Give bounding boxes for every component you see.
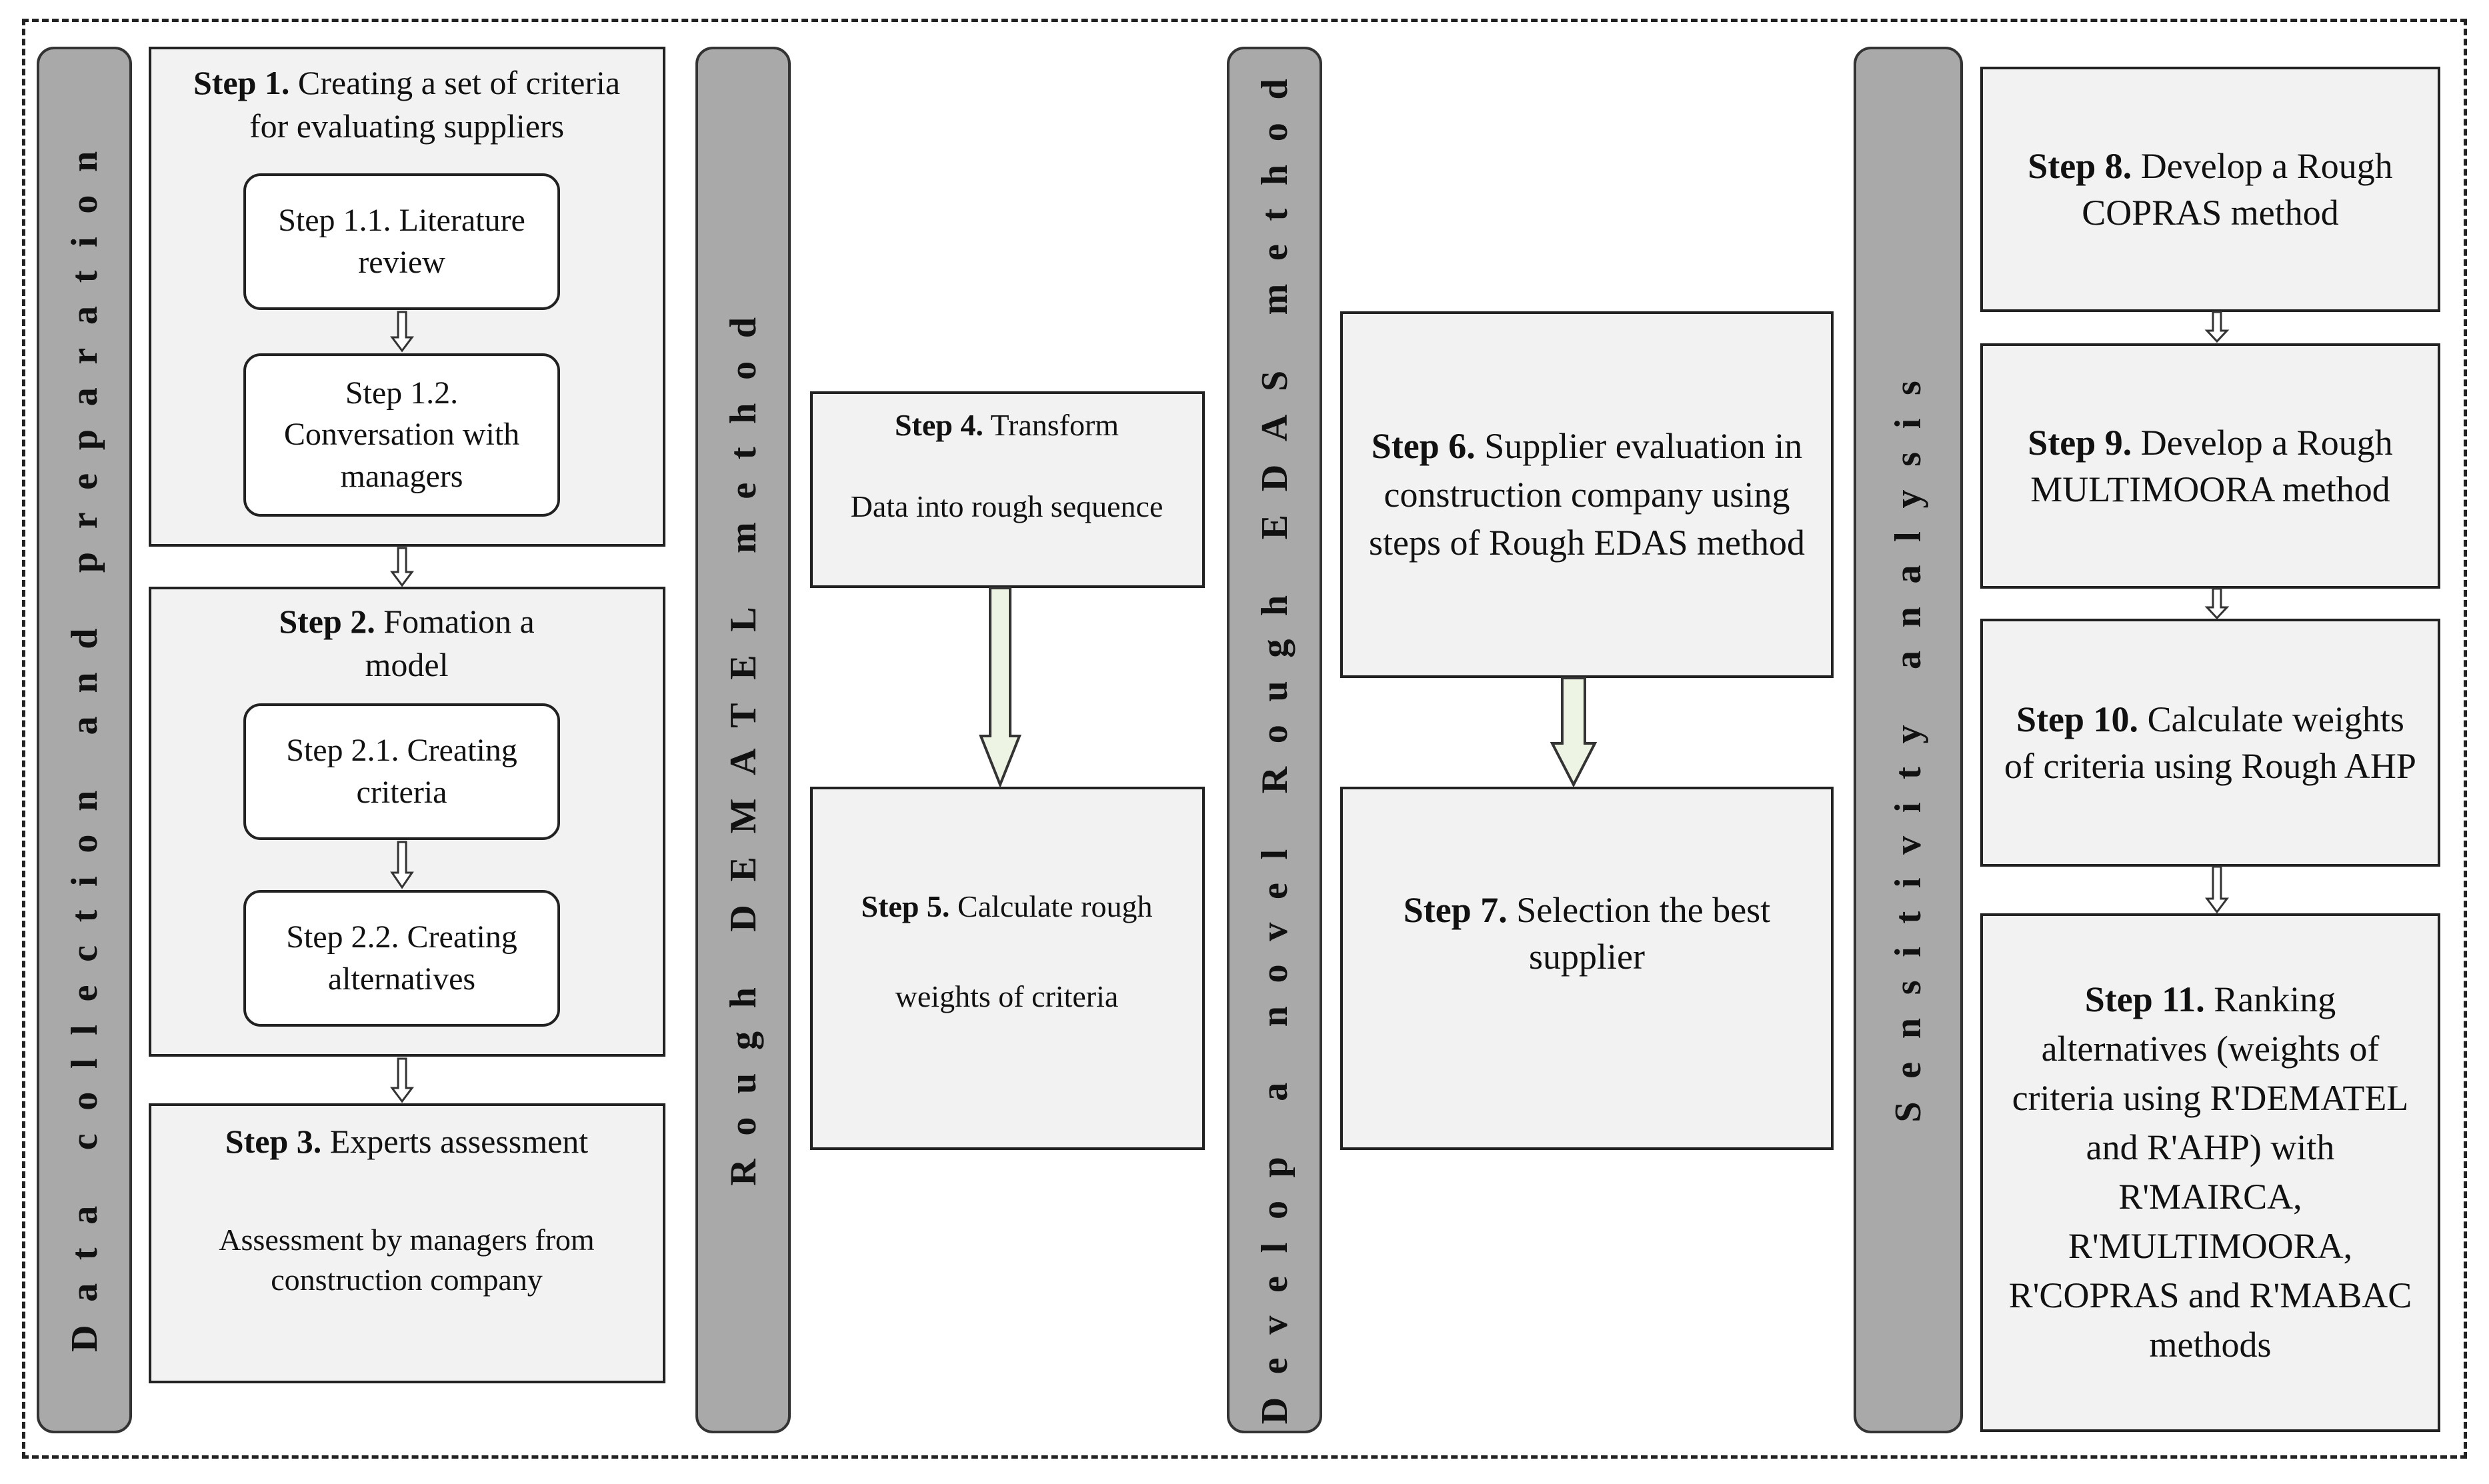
step10-text: Calculate weights of criteria using Roug… — [2004, 699, 2416, 786]
step9-box: Step 9. Develop a Rough MULTIMOORA metho… — [1980, 343, 2440, 589]
step4-detail: Data into rough sequence — [850, 489, 1163, 523]
step1-text: Creating a set of criteria for evaluatin… — [249, 64, 621, 145]
step7-content: Step 7. Selection the best supplier — [1387, 887, 1787, 980]
step2-2-box: Step 2.2. Creating alternatives — [243, 890, 560, 1027]
step8-box: Step 8. Develop a Rough COPRAS method — [1980, 67, 2440, 312]
bar-rough-dematel-label: Rough DEMATEL method — [722, 294, 764, 1186]
arrow-step6-to-step7 — [1550, 677, 1598, 788]
step2-1-box: Step 2.1. Creating criteria — [243, 703, 560, 840]
step2-text: Fomation a model — [365, 603, 535, 683]
step11-content: Step 11. Ranking alternatives (weights o… — [2003, 975, 2418, 1370]
step1-title: Step 1. Creating a set of criteria for e… — [180, 61, 633, 148]
arrow-step4-to-step5 — [979, 587, 1021, 789]
step4-label: Step 4. — [894, 408, 983, 442]
arrow-step8-to-step9 — [2204, 311, 2230, 343]
arrow-step1-1-to-1-2 — [390, 311, 414, 353]
step3-box — [149, 1103, 665, 1383]
step2-title: Step 2. Fomation a model — [267, 600, 547, 687]
bar-rough-edas-label: Develop a novel Rough EDAS method — [1254, 55, 1296, 1425]
bar-data-collection-label: Data collection and preparation — [63, 128, 105, 1352]
arrow-step1-to-step2 — [390, 547, 414, 587]
step1-1-box: Step 1.1. Literature review — [243, 173, 560, 310]
step11-label: Step 11. — [2084, 979, 2205, 1020]
step6-label: Step 6. — [1371, 425, 1476, 466]
step8-content: Step 8. Develop a Rough COPRAS method — [2003, 143, 2418, 236]
step3-detail: Assessment by managers from construction… — [219, 1223, 595, 1297]
step1-2-box: Step 1.2. Conversation with managers — [243, 353, 560, 517]
step3-title: Step 3. Experts assessment — [167, 1120, 647, 1163]
step6-content: Step 6. Supplier evaluation in construct… — [1363, 422, 1811, 568]
step7-box — [1340, 787, 1834, 1150]
step7-label: Step 7. — [1403, 890, 1508, 930]
step8-text: Develop a Rough COPRAS method — [2082, 145, 2393, 233]
step6-box: Step 6. Supplier evaluation in construct… — [1340, 311, 1834, 678]
step9-text: Develop a Rough MULTIMOORA method — [2030, 422, 2393, 509]
step5-box — [810, 787, 1205, 1150]
arrow-step9-to-step10 — [2204, 587, 2230, 620]
step11-box: Step 11. Ranking alternatives (weights o… — [1980, 913, 2440, 1432]
step5-text: Calculate rough — [957, 889, 1153, 923]
step11-text: Ranking alternatives (weights of criteri… — [2008, 979, 2412, 1365]
arrow-step2-to-step3 — [390, 1057, 414, 1103]
bar-data-collection: Data collection and preparation — [37, 47, 132, 1433]
step6-text: Supplier evaluation in construction comp… — [1369, 425, 1805, 563]
step4-text: Transform — [990, 408, 1119, 442]
step10-box: Step 10. Calculate weights of criteria u… — [1980, 619, 2440, 867]
dashed-outer-frame — [22, 19, 2467, 1459]
step3-text: Experts assessment — [329, 1123, 589, 1160]
step9-content: Step 9. Develop a Rough MULTIMOORA metho… — [2003, 419, 2418, 513]
arrow-step10-to-step11 — [2205, 865, 2229, 914]
step10-label: Step 10. — [2016, 699, 2139, 739]
step4-title: Step 4. Transform — [820, 405, 1193, 445]
step9-label: Step 9. — [2028, 422, 2132, 463]
arrow-step2-1-to-2-2 — [390, 841, 414, 889]
step7-text: Selection the best supplier — [1516, 890, 1771, 977]
step5-detail: weights of criteria — [895, 979, 1119, 1013]
step8-label: Step 8. — [2028, 145, 2132, 186]
bar-rough-edas: Develop a novel Rough EDAS method — [1227, 47, 1322, 1433]
step5-label: Step 5. — [861, 889, 950, 923]
step1-label: Step 1. — [193, 64, 290, 101]
step2-label: Step 2. — [279, 603, 375, 640]
bar-sensitivity-label: Sensitivity analysis — [1888, 357, 1929, 1123]
step5-title: Step 5. Calculate rough — [820, 887, 1193, 927]
step3-label: Step 3. — [225, 1123, 322, 1160]
bar-sensitivity: Sensitivity analysis — [1854, 47, 1963, 1433]
step10-content: Step 10. Calculate weights of criteria u… — [2003, 696, 2418, 789]
bar-rough-dematel: Rough DEMATEL method — [695, 47, 791, 1433]
